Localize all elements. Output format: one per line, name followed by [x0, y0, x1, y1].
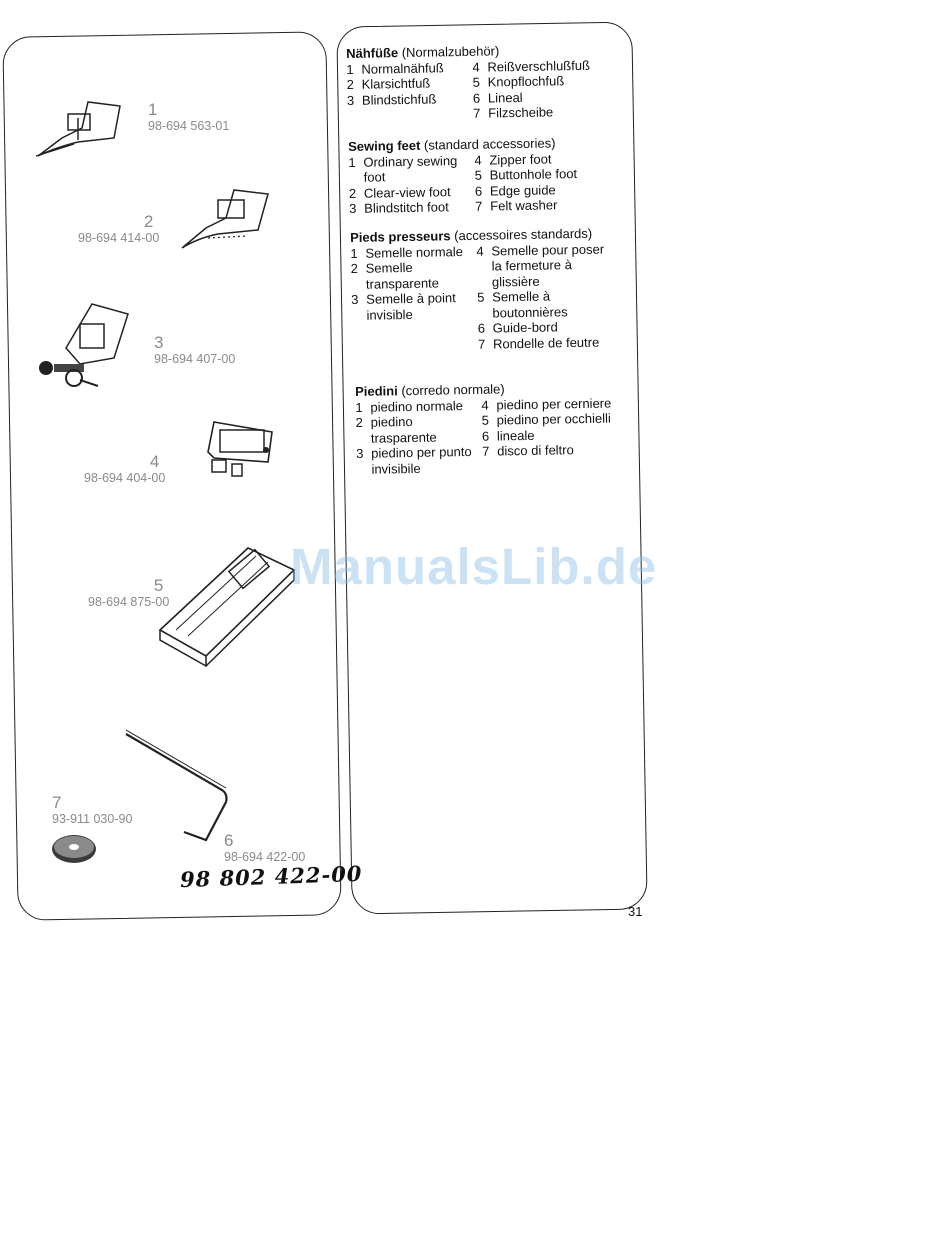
zipper-foot-illustration	[207, 421, 273, 477]
blindstitch-foot-illustration	[39, 303, 129, 387]
ordinary-sewing-foot-illustration	[35, 101, 121, 157]
edge-guide-illustration	[125, 729, 228, 842]
felt-washer-illustration	[52, 835, 96, 863]
page-number: 31	[628, 904, 643, 919]
clear-view-foot-illustration	[181, 189, 269, 249]
section-fr: Pieds presseurs (accessoires standards) …	[350, 225, 618, 354]
buttonhole-foot-illustration	[158, 547, 296, 668]
watermark: ManualsLib.de	[290, 538, 658, 595]
